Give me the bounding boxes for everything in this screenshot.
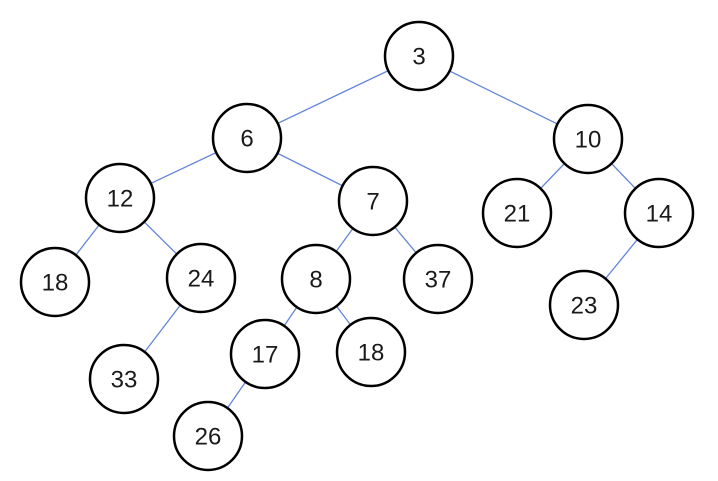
node-label: 24 <box>188 265 215 292</box>
node-circle <box>335 316 407 388</box>
node-label: 17 <box>252 341 279 368</box>
node-circle <box>402 243 474 315</box>
tree-node-n24: 24 <box>165 242 237 314</box>
node-circle <box>19 246 91 318</box>
node-label: 33 <box>111 366 138 393</box>
node-circle <box>383 20 455 92</box>
tree-node-n18b: 18 <box>335 316 407 388</box>
node-label: 8 <box>309 266 322 293</box>
node-circle <box>337 165 409 237</box>
node-circle <box>172 400 244 472</box>
tree-node-n6: 6 <box>211 102 283 174</box>
node-label: 21 <box>504 200 531 227</box>
tree-node-n17: 17 <box>229 318 301 390</box>
tree-node-n3: 3 <box>383 20 455 92</box>
node-label: 10 <box>575 126 602 153</box>
node-label: 3 <box>412 43 425 70</box>
tree-node-n7: 7 <box>337 165 409 237</box>
tree-node-n18a: 18 <box>19 246 91 318</box>
node-label: 7 <box>366 188 379 215</box>
node-circle <box>552 103 624 175</box>
node-circle <box>165 242 237 314</box>
node-circle <box>84 162 156 234</box>
tree-node-n37: 37 <box>402 243 474 315</box>
node-label: 6 <box>240 125 253 152</box>
tree-node-n26: 26 <box>172 400 244 472</box>
tree-nodes: 3 6 10 12 7 21 14 18 24 8 37 23 17 18 33 26 <box>19 20 695 472</box>
tree-node-n23: 23 <box>548 269 620 341</box>
node-circle <box>623 177 695 249</box>
tree-node-n21: 21 <box>481 177 553 249</box>
node-circle <box>88 343 160 415</box>
node-label: 37 <box>425 266 452 293</box>
tree-node-n33: 33 <box>88 343 160 415</box>
node-label: 14 <box>646 200 673 227</box>
node-label: 26 <box>195 423 222 450</box>
node-circle <box>229 318 301 390</box>
node-label: 18 <box>42 269 69 296</box>
tree-node-n12: 12 <box>84 162 156 234</box>
node-circle <box>280 243 352 315</box>
tree-node-n8: 8 <box>280 243 352 315</box>
node-circle <box>481 177 553 249</box>
node-circle <box>211 102 283 174</box>
node-label: 23 <box>571 292 598 319</box>
node-label: 18 <box>358 339 385 366</box>
tree-node-n14: 14 <box>623 177 695 249</box>
tree-node-n10: 10 <box>552 103 624 175</box>
node-label: 12 <box>107 185 134 212</box>
node-circle <box>548 269 620 341</box>
